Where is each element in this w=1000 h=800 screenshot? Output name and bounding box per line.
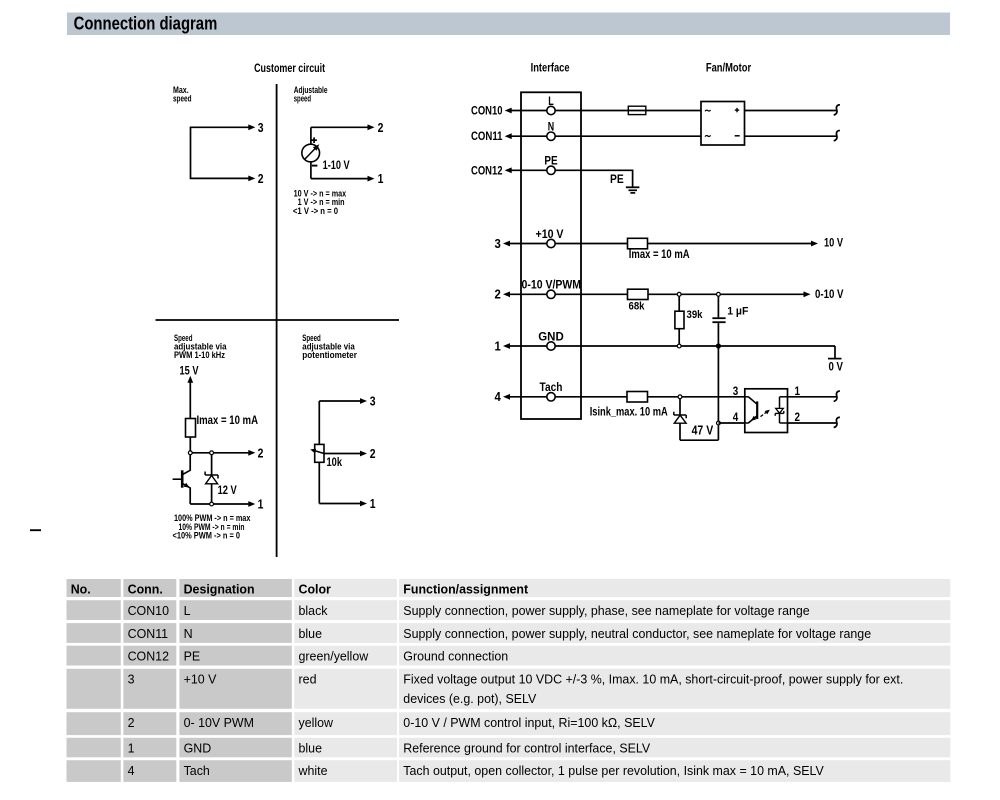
svg-text:15 V: 15 V xyxy=(180,364,199,378)
svg-text:GND: GND xyxy=(184,741,212,756)
svg-text:L: L xyxy=(548,96,554,108)
svg-text:potentiometer: potentiometer xyxy=(302,350,357,361)
svg-text:Ground connection: Ground connection xyxy=(403,648,508,663)
svg-text:10% PWM -> n = min: 10% PWM -> n = min xyxy=(179,522,245,532)
svg-text:1: 1 xyxy=(370,496,376,511)
svg-text:white: white xyxy=(298,763,328,778)
svg-text:yellow: yellow xyxy=(299,715,334,730)
svg-text:100% PWM -> n = max: 100% PWM -> n = max xyxy=(174,513,250,523)
svg-text:Interface: Interface xyxy=(531,62,570,74)
svg-text:blue: blue xyxy=(299,741,323,756)
svg-text:red: red xyxy=(299,672,317,687)
svg-text:GND: GND xyxy=(538,331,564,343)
svg-text:0-10 V / PWM control input, Ri: 0-10 V / PWM control input, Ri=100 kΩ, S… xyxy=(403,715,655,730)
svg-text:10 V -> n = max: 10 V -> n = max xyxy=(294,189,347,199)
svg-text:2: 2 xyxy=(795,410,801,424)
svg-text:black: black xyxy=(299,603,328,618)
svg-text:Connection diagram: Connection diagram xyxy=(74,14,218,34)
svg-text:No.: No. xyxy=(71,582,91,597)
svg-text:N: N xyxy=(184,626,193,641)
svg-text:Fan/Motor: Fan/Motor xyxy=(706,63,752,75)
svg-text:1 µF: 1 µF xyxy=(727,306,748,318)
svg-text:Supply connection, power suppl: Supply connection, power supply, phase, … xyxy=(403,603,809,618)
svg-text:<1 V -> n = 0: <1 V -> n = 0 xyxy=(293,206,338,216)
svg-text:Color: Color xyxy=(299,582,331,597)
svg-text:Speed: Speed xyxy=(302,333,321,344)
svg-text:PE: PE xyxy=(184,648,201,663)
svg-text:1-10 V: 1-10 V xyxy=(323,158,350,172)
svg-text:2: 2 xyxy=(258,445,264,460)
svg-text:Max.: Max. xyxy=(173,85,189,96)
svg-text:12 V: 12 V xyxy=(218,485,237,497)
svg-text:adjustable via: adjustable via xyxy=(302,342,355,353)
svg-text:Fixed voltage output 10 VDC +/: Fixed voltage output 10 VDC +/-3 %, Imax… xyxy=(403,672,903,687)
svg-text:1: 1 xyxy=(378,171,384,186)
svg-text:blue: blue xyxy=(299,626,323,641)
svg-text:1: 1 xyxy=(128,741,135,756)
svg-text:CON11: CON11 xyxy=(471,129,503,143)
svg-text:4: 4 xyxy=(495,390,501,404)
svg-text:3: 3 xyxy=(370,394,376,409)
svg-text:0 V: 0 V xyxy=(829,360,844,374)
svg-text:0-10 V/PWM: 0-10 V/PWM xyxy=(522,280,582,292)
svg-text:CON10: CON10 xyxy=(128,603,169,618)
svg-text:Designation: Designation xyxy=(184,582,255,597)
svg-text:4: 4 xyxy=(733,410,739,424)
svg-text:Tach: Tach xyxy=(184,763,210,778)
svg-text:PE: PE xyxy=(610,172,624,186)
svg-text:+10 V: +10 V xyxy=(536,229,564,241)
svg-text:3: 3 xyxy=(495,237,501,251)
svg-text:2: 2 xyxy=(495,288,501,302)
svg-text:Function/assignment: Function/assignment xyxy=(403,582,528,597)
svg-text:speed: speed xyxy=(173,93,192,104)
svg-text:Imax = 10 mA: Imax = 10 mA xyxy=(629,249,690,261)
svg-text:3: 3 xyxy=(733,384,739,398)
svg-text:speed: speed xyxy=(294,93,312,104)
svg-text:Imax = 10 mA: Imax = 10 mA xyxy=(197,415,259,427)
svg-text:10k: 10k xyxy=(327,457,343,469)
svg-text:1: 1 xyxy=(495,339,501,353)
svg-text:0- 10V PWM: 0- 10V PWM xyxy=(184,715,254,730)
svg-text:devices (e.g. pot), SELV: devices (e.g. pot), SELV xyxy=(403,691,536,706)
svg-text:2: 2 xyxy=(370,446,376,461)
svg-text:L: L xyxy=(184,603,191,618)
svg-text:1 V -> n = min: 1 V -> n = min xyxy=(298,197,345,207)
svg-text:adjustable via: adjustable via xyxy=(174,342,227,353)
svg-text:<10% PWM -> n = 0: <10% PWM -> n = 0 xyxy=(173,531,241,541)
svg-text:68k: 68k xyxy=(629,301,646,313)
svg-text:Reference ground for control i: Reference ground for control interface, … xyxy=(403,741,650,756)
svg-text:N: N xyxy=(548,122,554,134)
svg-text:2: 2 xyxy=(258,171,264,186)
svg-text:3: 3 xyxy=(128,672,135,687)
svg-text:Adjustable: Adjustable xyxy=(294,85,328,96)
svg-text:Speed: Speed xyxy=(174,333,193,344)
svg-text:3: 3 xyxy=(258,120,264,135)
svg-text:Conn.: Conn. xyxy=(128,582,163,597)
svg-text:CON12: CON12 xyxy=(471,163,503,177)
svg-text:Isink_max. 10 mA: Isink_max. 10 mA xyxy=(590,407,668,419)
svg-text:+10 V: +10 V xyxy=(184,672,217,687)
svg-text:CON10: CON10 xyxy=(471,104,503,118)
svg-text:CON11: CON11 xyxy=(128,626,169,641)
svg-text:47 V: 47 V xyxy=(692,424,714,438)
svg-text:39k: 39k xyxy=(687,309,704,321)
svg-text:Tach: Tach xyxy=(540,382,563,394)
svg-text:PWM 1-10 kHz: PWM 1-10 kHz xyxy=(174,350,225,361)
svg-text:Supply connection, power suppl: Supply connection, power supply, neutral… xyxy=(403,626,871,641)
svg-text:4: 4 xyxy=(128,763,135,778)
svg-text:1: 1 xyxy=(258,497,264,512)
svg-text:PE: PE xyxy=(544,156,557,168)
svg-text:CON12: CON12 xyxy=(128,648,169,663)
svg-text:1: 1 xyxy=(795,384,801,398)
svg-text:green/yellow: green/yellow xyxy=(299,648,369,663)
svg-text:Tach output, open collector, 1: Tach output, open collector, 1 pulse per… xyxy=(403,763,824,778)
svg-text:Customer circuit: Customer circuit xyxy=(254,63,325,75)
svg-text:2: 2 xyxy=(378,120,384,135)
svg-text:0-10 V: 0-10 V xyxy=(815,287,844,301)
svg-text:10 V: 10 V xyxy=(824,235,843,249)
svg-text:2: 2 xyxy=(128,715,135,730)
